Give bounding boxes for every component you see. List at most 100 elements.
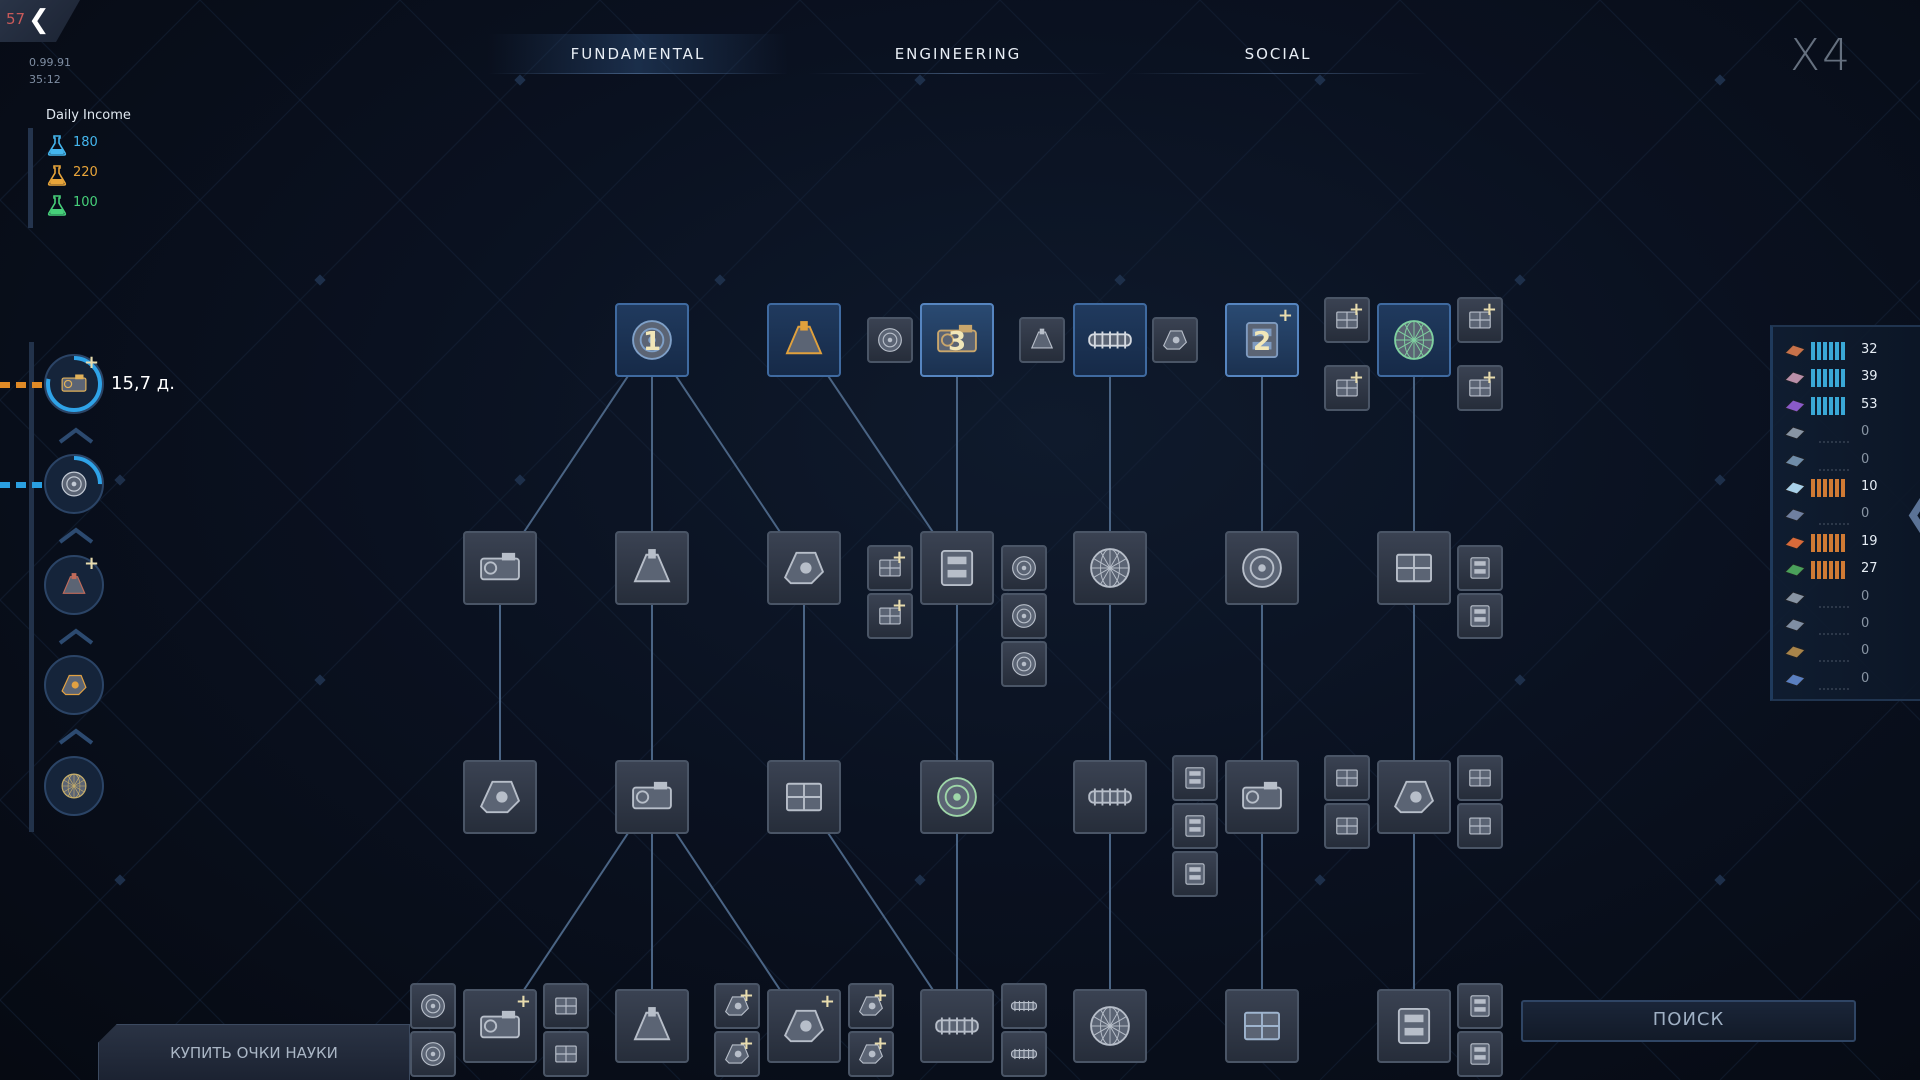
research-node[interactable] (1324, 755, 1370, 801)
resource-value: 0 (1861, 643, 1870, 659)
research-node[interactable] (615, 531, 689, 605)
research-node[interactable] (1377, 989, 1451, 1063)
research-node[interactable] (1001, 545, 1047, 591)
research-node[interactable] (1377, 531, 1451, 605)
collapse-panel-icon[interactable]: ❮ (1903, 490, 1920, 536)
research-node[interactable] (1073, 989, 1147, 1063)
research-node[interactable]: + (714, 1031, 760, 1077)
research-node[interactable] (463, 531, 537, 605)
resource-row: 39 (1783, 366, 1893, 390)
tab-label: ENGINEERING (894, 45, 1022, 63)
research-node[interactable] (1172, 755, 1218, 801)
research-node[interactable] (920, 989, 994, 1063)
tab-fundamental[interactable]: FUNDAMENTAL (488, 34, 788, 74)
back-arrow-icon[interactable]: ❮ (28, 5, 50, 35)
research-node[interactable] (463, 760, 537, 834)
research-node[interactable]: + (1457, 297, 1503, 343)
resource-row: 0 (1783, 640, 1893, 664)
motor-icon (1784, 618, 1806, 632)
research-node[interactable]: 1 (615, 303, 689, 377)
resource-value: 32 (1861, 342, 1878, 357)
drill-icon (1030, 328, 1054, 349)
buy-science-points-button[interactable]: КУПИТЬ ОЧКИ НАУКИ (98, 1024, 410, 1080)
research-node[interactable] (1324, 803, 1370, 849)
research-node[interactable] (1377, 760, 1451, 834)
research-node[interactable] (1457, 1031, 1503, 1077)
research-node[interactable] (615, 989, 689, 1063)
queue-item[interactable] (44, 454, 104, 514)
resource-level-bars (1819, 441, 1851, 443)
research-node[interactable] (1152, 317, 1198, 363)
research-node[interactable] (1457, 593, 1503, 639)
research-node[interactable]: + (714, 983, 760, 1029)
tab-social[interactable]: SOCIAL (1128, 34, 1428, 74)
research-node[interactable] (1457, 803, 1503, 849)
research-node[interactable]: + (867, 593, 913, 639)
research-node[interactable]: 3 (920, 303, 994, 377)
research-node[interactable]: + (463, 989, 537, 1063)
wire-icon (1784, 591, 1806, 605)
research-node[interactable] (1073, 531, 1147, 605)
copper-ingot-icon (1784, 344, 1806, 358)
research-node[interactable] (920, 531, 994, 605)
research-node[interactable] (1172, 803, 1218, 849)
gear-part-icon (1784, 536, 1806, 550)
plus-icon: + (738, 1033, 754, 1054)
research-node[interactable]: + (767, 989, 841, 1063)
research-node[interactable] (410, 983, 456, 1029)
research-node[interactable]: + (867, 545, 913, 591)
income-rail (28, 128, 33, 228)
research-node[interactable] (1073, 760, 1147, 834)
queue-item[interactable]: + (44, 555, 104, 615)
research-node[interactable] (767, 760, 841, 834)
cylinder-icon (1470, 557, 1490, 579)
resource-value: 27 (1861, 561, 1878, 577)
node-number: 2 (1252, 327, 1272, 357)
plus-icon: + (819, 991, 835, 1012)
research-node[interactable] (1001, 593, 1047, 639)
container-icon (1336, 769, 1358, 787)
drill-tech-icon (61, 773, 87, 799)
queue-item[interactable] (44, 655, 104, 715)
research-node[interactable] (543, 983, 589, 1029)
search-button[interactable]: ПОИСК (1521, 1000, 1856, 1042)
research-node[interactable] (1457, 755, 1503, 801)
research-node[interactable] (543, 1031, 589, 1077)
research-node[interactable] (1001, 983, 1047, 1029)
tab-engineering[interactable]: ENGINEERING (808, 34, 1108, 74)
research-node[interactable] (1001, 1031, 1047, 1077)
research-node[interactable]: + (848, 1031, 894, 1077)
research-node[interactable]: + (848, 983, 894, 1029)
queue-item[interactable]: + (44, 354, 104, 414)
research-node[interactable] (767, 303, 841, 377)
research-node[interactable] (1457, 545, 1503, 591)
cart-icon (480, 1010, 520, 1039)
game-logo: X4 (1790, 30, 1853, 81)
research-node[interactable] (1172, 851, 1218, 897)
research-node[interactable] (1225, 989, 1299, 1063)
research-node[interactable] (767, 531, 841, 605)
research-node[interactable] (1001, 641, 1047, 687)
research-node[interactable] (1457, 983, 1503, 1029)
research-node[interactable]: + (1457, 365, 1503, 411)
research-node[interactable] (1225, 531, 1299, 605)
assembler-icon (1396, 553, 1432, 583)
queue-item[interactable] (44, 756, 104, 816)
research-node[interactable] (867, 317, 913, 363)
income-value: 220 (73, 165, 98, 180)
research-node[interactable]: + (1324, 297, 1370, 343)
resource-level-bars (1819, 606, 1851, 608)
research-node[interactable] (1019, 317, 1065, 363)
research-node[interactable]: + (1324, 365, 1370, 411)
research-node[interactable] (920, 760, 994, 834)
research-node[interactable] (1073, 303, 1147, 377)
research-node[interactable] (1377, 303, 1451, 377)
plus-icon: + (1277, 305, 1293, 326)
research-node[interactable] (615, 760, 689, 834)
research-node[interactable] (1225, 760, 1299, 834)
antenna-tech-icon (62, 573, 86, 594)
research-node[interactable] (410, 1031, 456, 1077)
research-node[interactable]: 2+ (1225, 303, 1299, 377)
wheel-icon (421, 994, 445, 1018)
